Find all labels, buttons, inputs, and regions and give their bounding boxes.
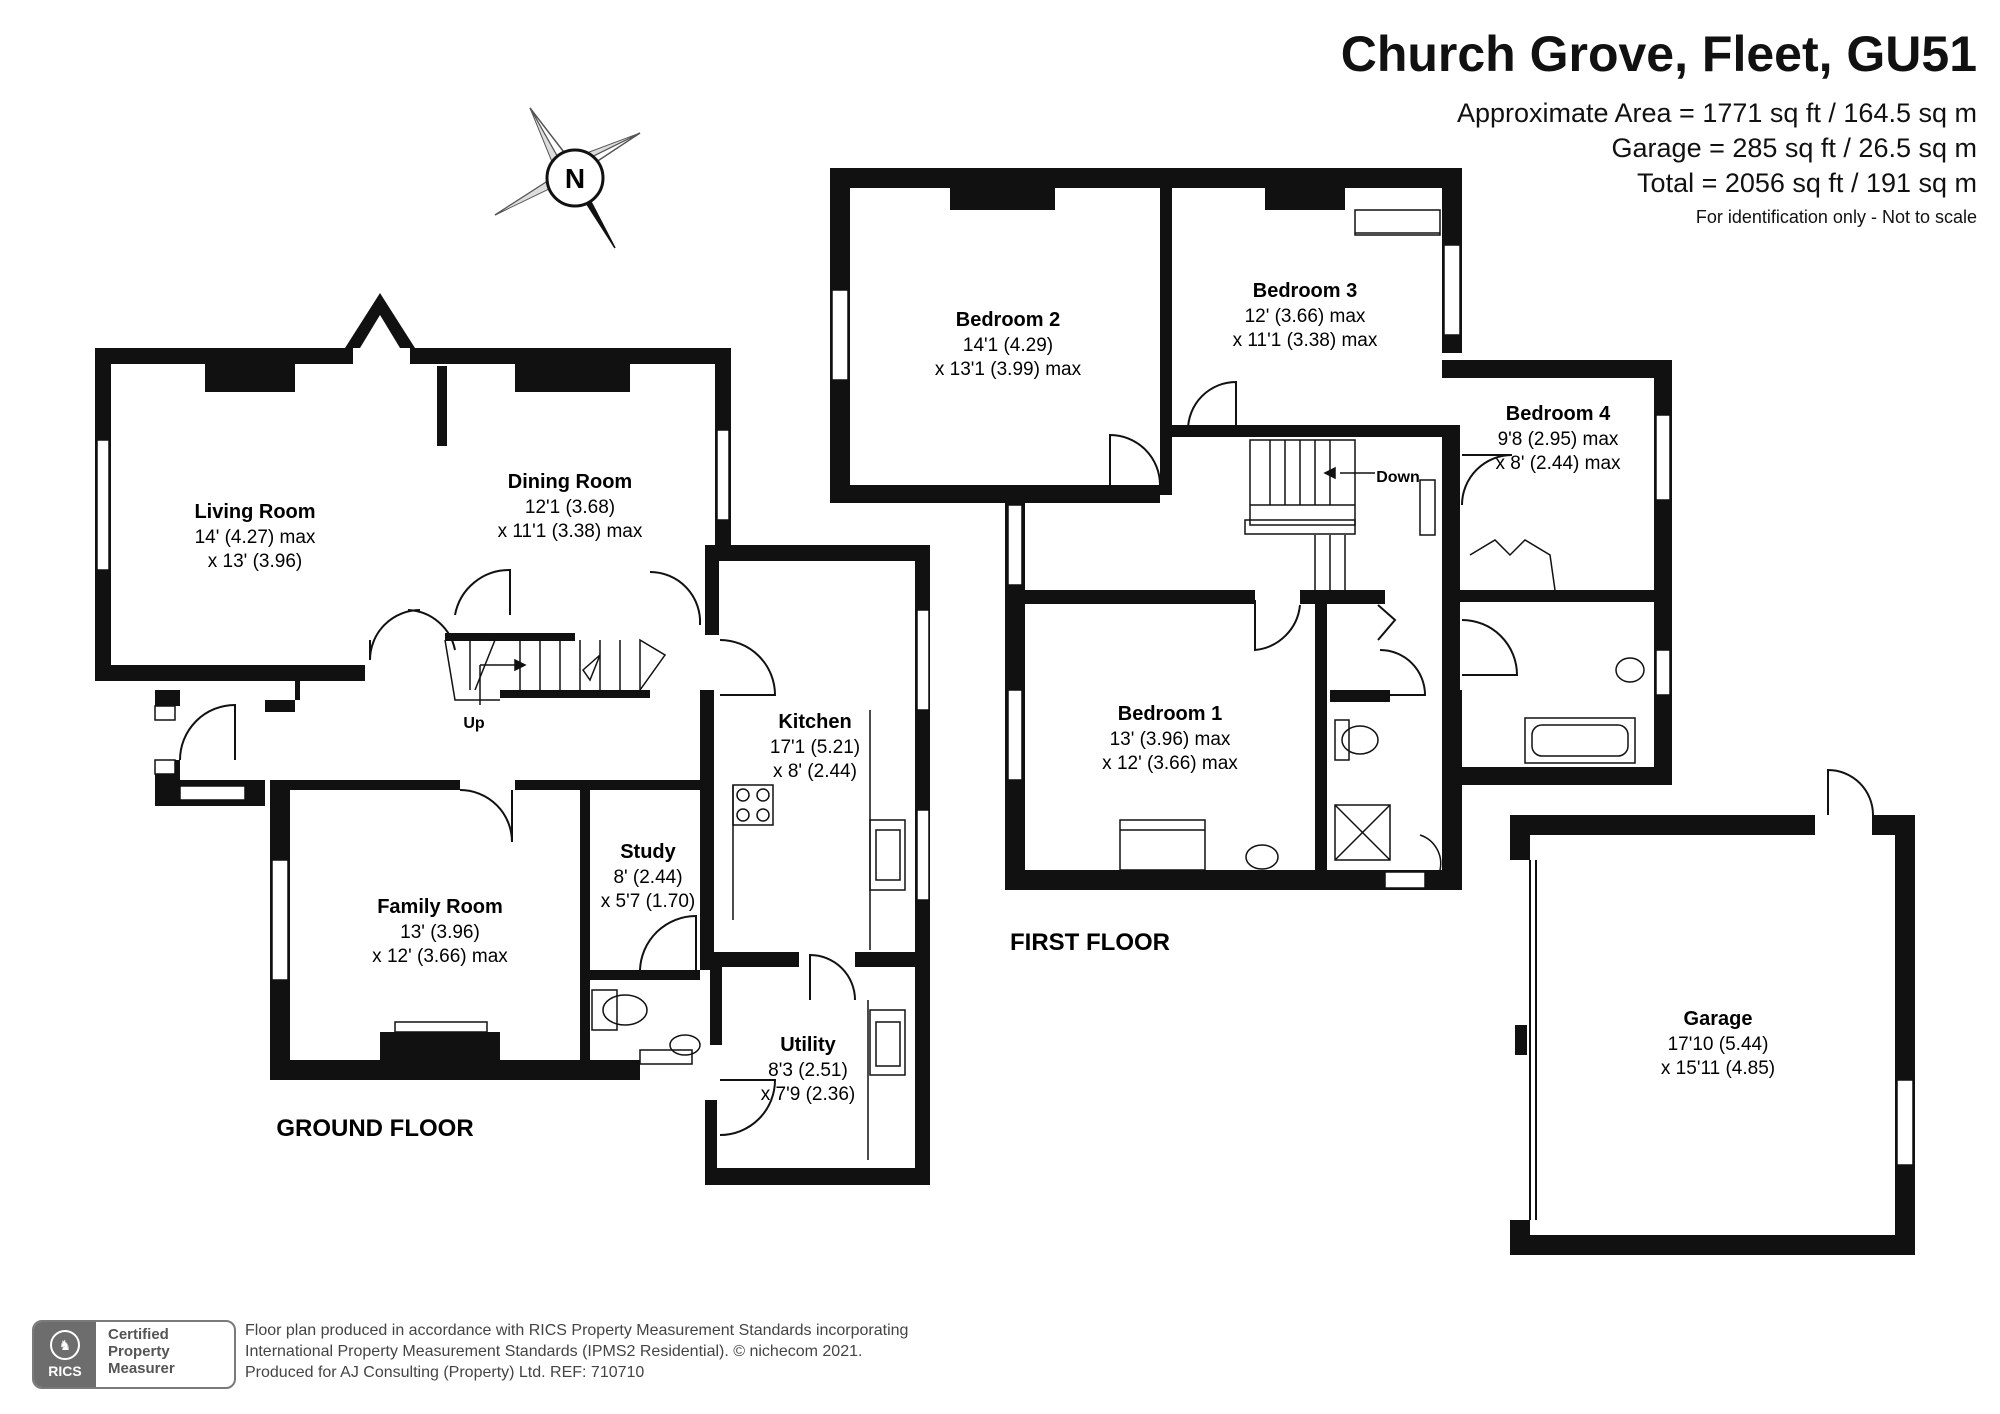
room-dimension: 17'10 (5.44) bbox=[1668, 1034, 1769, 1055]
ground-floor-windows bbox=[96, 429, 930, 1065]
room-bedroom-4: Bedroom 4 9'8 (2.95) max x 8' (2.44) max bbox=[1495, 403, 1621, 474]
room-name: Bedroom 4 bbox=[1506, 403, 1611, 425]
room-name: Dining Room bbox=[508, 471, 632, 493]
compass-label: N bbox=[565, 163, 585, 194]
room-name: Bedroom 1 bbox=[1118, 703, 1222, 725]
room-dimension: 14' (4.27) max bbox=[195, 527, 316, 548]
compass-icon: N bbox=[494, 107, 641, 249]
room-dimension: x 11'1 (3.38) max bbox=[498, 521, 643, 542]
approximate-area: Approximate Area = 1771 sq ft / 164.5 sq… bbox=[1456, 98, 1977, 128]
room-name: Utility bbox=[780, 1034, 836, 1056]
first-floor-fixtures bbox=[1119, 209, 1645, 871]
room-dimension: x 8' (2.44) max bbox=[1495, 453, 1621, 474]
kitchen-fixtures bbox=[591, 710, 906, 1160]
room-dimension: 14'1 (4.29) bbox=[963, 335, 1053, 356]
total-area: Total = 2056 sq ft / 191 sq m bbox=[1637, 168, 1977, 198]
room-dimension: x 15'11 (4.85) bbox=[1661, 1058, 1775, 1079]
room-dimension: x 12' (3.66) max bbox=[372, 946, 508, 967]
room-dimension: x 13'1 (3.99) max bbox=[935, 359, 1082, 380]
room-dimension: x 7'9 (2.36) bbox=[761, 1084, 855, 1105]
room-study: Study 8' (2.44) x 5'7 (1.70) bbox=[601, 841, 695, 912]
room-name: Living Room bbox=[194, 501, 315, 523]
identification-note: For identification only - Not to scale bbox=[1695, 207, 1977, 227]
room-dimension: 17'1 (5.21) bbox=[770, 737, 860, 758]
first-floor-doors bbox=[1109, 380, 1519, 696]
footer-line: Floor plan produced in accordance with R… bbox=[245, 1322, 909, 1339]
ground-floor-stairs bbox=[444, 638, 667, 705]
first-floor-label: FIRST FLOOR bbox=[1010, 929, 1170, 956]
rics-badge-text: Certified Property Measurer bbox=[96, 1322, 234, 1387]
badge-line: Measurer bbox=[108, 1360, 175, 1377]
room-name: Study bbox=[620, 841, 676, 863]
room-dimension: x 5'7 (1.70) bbox=[601, 891, 695, 912]
room-dimension: 13' (3.96) max bbox=[1110, 729, 1231, 750]
room-dimension: 12'1 (3.68) bbox=[525, 497, 615, 518]
room-kitchen: Kitchen 17'1 (5.21) x 8' (2.44) bbox=[770, 711, 860, 782]
footer-line: Produced for AJ Consulting (Property) Lt… bbox=[245, 1364, 645, 1381]
room-garage: Garage 17'10 (5.44) x 15'11 (4.85) bbox=[1661, 1008, 1775, 1079]
badge-line: Certified bbox=[108, 1326, 169, 1343]
rics-lion-icon: ♞ bbox=[50, 1330, 80, 1360]
room-dimension: 8'3 (2.51) bbox=[768, 1060, 848, 1081]
room-dimension: 12' (3.66) max bbox=[1245, 306, 1366, 327]
footer-disclaimer: Floor plan produced in accordance with R… bbox=[245, 1320, 908, 1383]
room-dimension: x 13' (3.96) bbox=[208, 551, 302, 572]
first-floor-walls bbox=[830, 168, 1672, 890]
room-name: Bedroom 2 bbox=[956, 309, 1060, 331]
room-name: Garage bbox=[1684, 1008, 1753, 1030]
room-dimension: x 12' (3.66) max bbox=[1102, 753, 1238, 774]
room-bedroom-2: Bedroom 2 14'1 (4.29) x 13'1 (3.99) max bbox=[935, 309, 1082, 380]
badge-line: Property bbox=[108, 1343, 170, 1360]
room-bedroom-3: Bedroom 3 12' (3.66) max x 11'1 (3.38) m… bbox=[1233, 280, 1378, 351]
garage-details bbox=[1529, 768, 1874, 1220]
first-floor-stairs bbox=[1244, 439, 1375, 590]
room-name: Kitchen bbox=[778, 711, 851, 733]
room-dimension: x 11'1 (3.38) max bbox=[1233, 330, 1378, 351]
garage-window bbox=[1896, 1079, 1914, 1166]
ground-floor-label: GROUND FLOOR bbox=[276, 1115, 473, 1142]
room-family: Family Room 13' (3.96) x 12' (3.66) max bbox=[372, 896, 508, 967]
footer-line: International Property Measurement Stand… bbox=[245, 1343, 863, 1360]
room-dimension: 8' (2.44) bbox=[613, 867, 682, 888]
room-name: Family Room bbox=[377, 896, 503, 918]
room-bedroom-1: Bedroom 1 13' (3.96) max x 12' (3.66) ma… bbox=[1102, 703, 1238, 774]
room-dining: Dining Room 12'1 (3.68) x 11'1 (3.38) ma… bbox=[498, 471, 643, 542]
stairs-up-label: Up bbox=[463, 715, 485, 732]
room-dimension: x 8' (2.44) bbox=[773, 761, 857, 782]
stairs-down-label: Down bbox=[1376, 469, 1420, 486]
rics-org: RICS bbox=[48, 1363, 82, 1379]
rics-certified-badge: ♞ RICS Certified Property Measurer bbox=[32, 1320, 236, 1389]
ground-floor-walls bbox=[95, 293, 930, 1185]
garage-area: Garage = 285 sq ft / 26.5 sq m bbox=[1611, 133, 1977, 163]
room-utility: Utility 8'3 (2.51) x 7'9 (2.36) bbox=[761, 1034, 855, 1105]
ground-floor-doors bbox=[179, 568, 856, 1136]
room-dimension: 13' (3.96) bbox=[400, 922, 480, 943]
room-name: Bedroom 3 bbox=[1253, 280, 1357, 302]
room-dimension: 9'8 (2.95) max bbox=[1498, 429, 1619, 450]
first-floor-windows bbox=[831, 244, 1671, 889]
rics-logo-panel: ♞ RICS bbox=[34, 1322, 96, 1387]
room-living: Living Room 14' (4.27) max x 13' (3.96) bbox=[194, 501, 315, 572]
property-title: Church Grove, Fleet, GU51 bbox=[1340, 26, 1977, 82]
